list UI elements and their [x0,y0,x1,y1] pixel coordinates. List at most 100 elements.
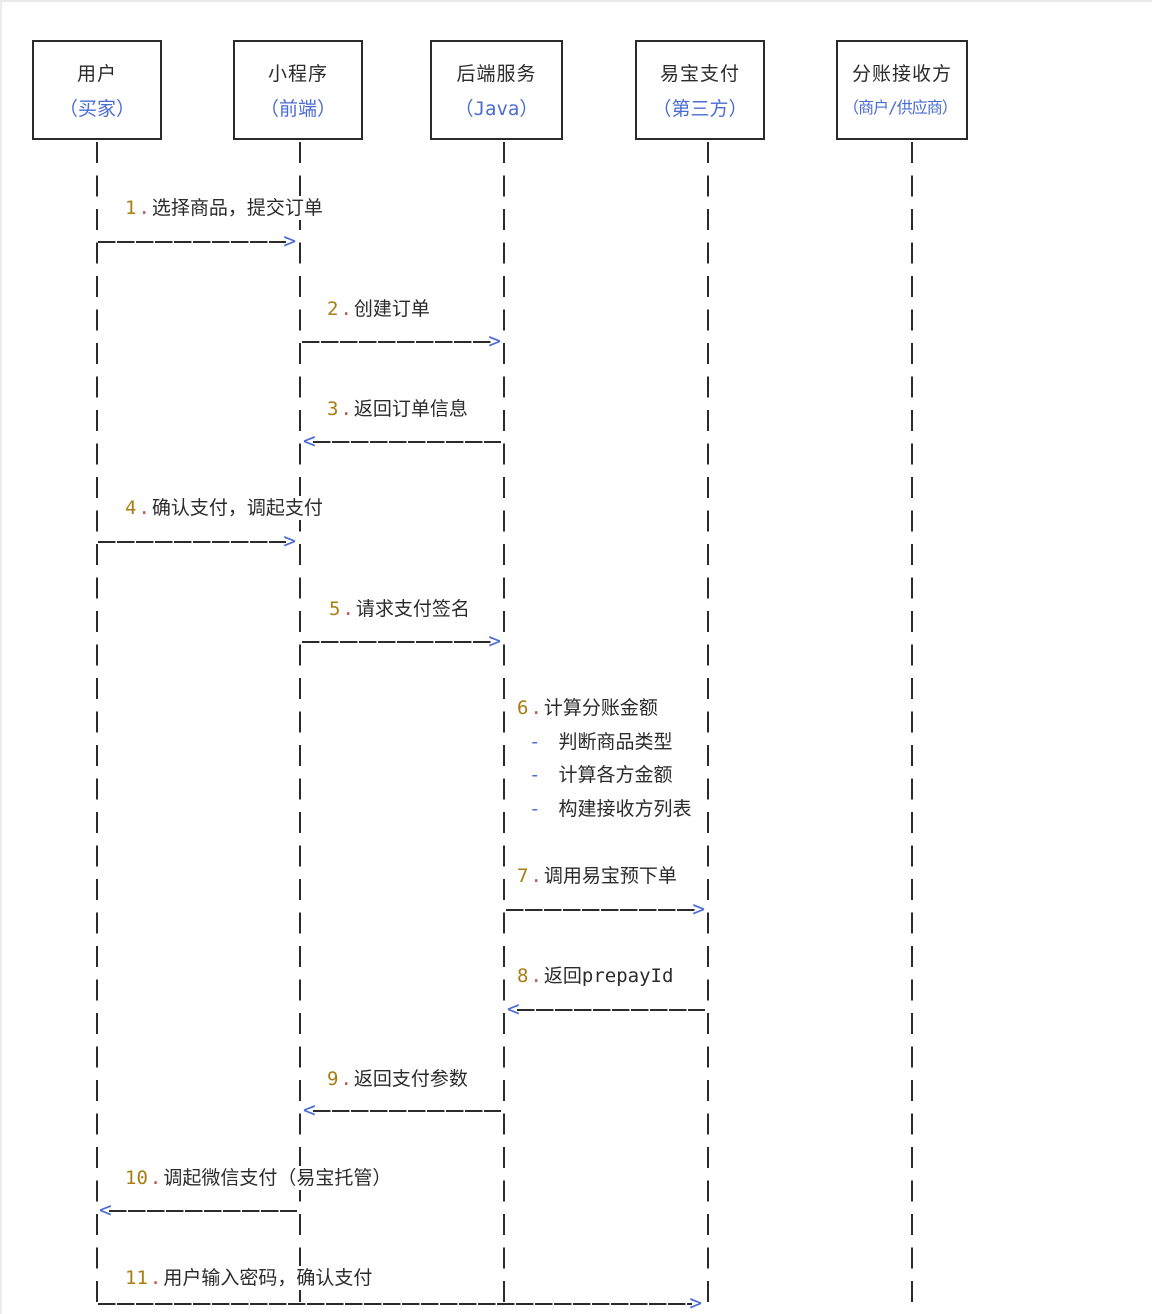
lifeline-yeepay [707,142,709,1314]
actor-subtitle: （第三方） [652,98,748,120]
message-10-label: 10.调起微信支付（易宝托管） [125,1166,400,1190]
message-text: 选择商品，提交订单 [151,197,323,219]
number-dot: . [530,865,542,887]
arrow-shaft [516,1009,705,1011]
chevron-right-icon: > [488,629,501,653]
actor-subtitle: （买家） [58,98,135,120]
bullet-text: 判断商品类型 [558,731,673,753]
arrow-shaft [312,1110,501,1112]
number-dot: . [342,598,354,620]
message-text: 确认支付，调起支付 [151,497,323,519]
message-text: 请求支付签名 [355,598,470,620]
lifeline-backend [503,142,505,1314]
bullet-text: 计算各方金额 [558,764,673,786]
number-dot: . [138,197,150,219]
actor-name: 分账接收方 [851,63,952,85]
number-dot: . [340,398,352,420]
actor-subtitle: （前端） [259,98,336,120]
number-dot: . [340,1068,352,1090]
bullet-dash-icon: - [529,764,541,786]
message-text: 返回订单信息 [353,398,468,420]
chevron-right-icon: > [283,229,296,253]
message-8-arrow: < [507,999,705,1021]
message-2-arrow: > [302,331,501,353]
lifeline-user [96,142,98,1314]
message-text: 创建订单 [353,298,430,320]
number-dot: . [530,697,542,719]
message-9-label: 9.返回支付参数 [327,1067,476,1091]
actor-name: 用户 [76,63,117,85]
arrow-shaft [98,1303,693,1305]
message-number: 11 [125,1267,148,1289]
message-11-label: 11.用户输入密码，确认支付 [125,1266,381,1290]
number-dot: . [530,965,542,987]
message-6-label: 6.计算分账金额 [517,696,666,720]
actor-name: 易宝支付 [659,63,740,85]
message-1-arrow: > [98,231,296,253]
number-dot: . [340,298,352,320]
number-dot: . [138,497,150,519]
message-text: 返回支付参数 [353,1068,468,1090]
chevron-left-icon: < [303,429,316,453]
message-8-label: 8.返回prepayId [517,964,682,988]
message-text: 调起微信支付（易宝托管） [163,1167,392,1189]
arrow-shaft [98,541,287,543]
message-number: 5 [329,598,341,620]
message-number: 4 [125,497,137,519]
arrow-shaft [108,1210,297,1212]
actor-box-user: 用户 （买家） [32,40,162,140]
message-7-arrow: > [506,899,705,921]
actor-name: 后端服务 [456,63,537,85]
bullet-dash-icon: - [529,798,541,820]
message-5-arrow: > [302,631,501,653]
actor-name: 小程序 [267,63,328,85]
message-number: 10 [125,1167,148,1189]
actor-box-backend: 后端服务 （Java） [430,40,563,140]
chevron-left-icon: < [303,1098,316,1122]
arrow-shaft [312,441,501,443]
message-number: 8 [517,965,529,987]
message-3-label: 3.返回订单信息 [327,397,476,421]
message-9-arrow: < [303,1100,501,1122]
lifeline-miniprogram [299,142,301,1314]
chevron-left-icon: < [507,997,520,1021]
message-text: 返回prepayId [543,965,674,987]
arrow-shaft [302,641,492,643]
message-number: 9 [327,1068,339,1090]
message-text: 用户输入密码，确认支付 [163,1267,373,1289]
message-number: 6 [517,697,529,719]
message-text: 计算分账金额 [543,697,658,719]
message-5-label: 5.请求支付签名 [329,597,478,621]
message-number: 2 [327,298,339,320]
actor-subtitle: （商户/供应商） [843,98,958,117]
message-1-label: 1.选择商品，提交订单 [125,196,331,220]
number-dot: . [149,1267,162,1289]
message-3-arrow: < [303,431,501,453]
message-4-label: 4.确认支付，调起支付 [125,496,331,520]
actor-box-yeepay: 易宝支付 （第三方） [635,40,765,140]
message-number: 7 [517,865,529,887]
chevron-right-icon: > [488,329,501,353]
number-dot: . [149,1167,162,1189]
arrow-shaft [302,341,492,343]
message-10-arrow: < [99,1200,297,1222]
chevron-right-icon: > [283,529,296,553]
actor-box-miniprogram: 小程序 （前端） [233,40,363,140]
chevron-right-icon: > [692,897,705,921]
message-11-arrow: > [98,1293,702,1314]
message-number: 1 [125,197,137,219]
note-bullet-3: -构建接收方列表 [529,797,700,821]
message-7-label: 7.调用易宝预下单 [517,864,685,888]
chevron-left-icon: < [99,1198,112,1222]
lifeline-receiver [911,142,913,1314]
arrow-shaft [506,909,696,911]
arrow-shaft [98,241,287,243]
bullet-text: 构建接收方列表 [558,798,692,820]
note-bullet-1: -判断商品类型 [529,730,681,754]
message-number: 3 [327,398,339,420]
message-text: 调用易宝预下单 [543,865,677,887]
actor-subtitle: （Java） [454,98,539,120]
message-4-arrow: > [98,531,296,553]
bullet-dash-icon: - [529,731,541,753]
